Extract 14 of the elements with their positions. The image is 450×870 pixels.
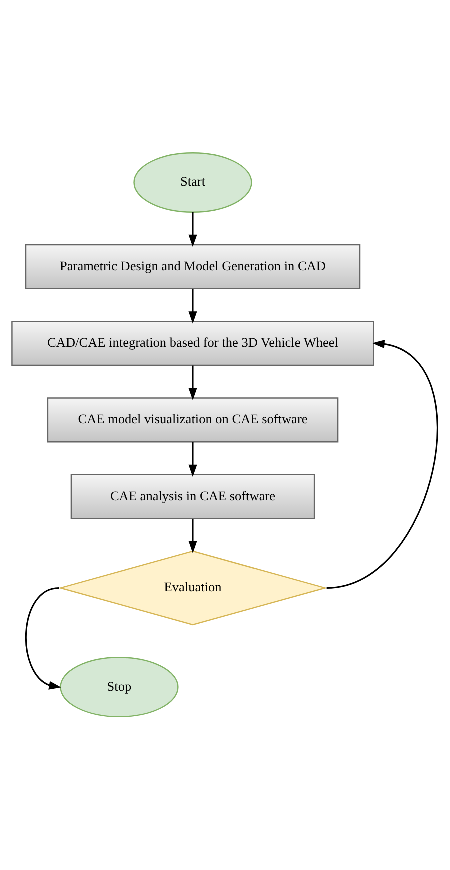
node-box: CAE model visualization on CAE software	[47, 398, 339, 443]
node-box: CAE analysis in CAE software	[70, 474, 316, 520]
node-ellipse: Stop	[60, 657, 179, 718]
arrow	[326, 340, 438, 589]
node-box: Parametric Design and Model Generation in CAD	[25, 244, 361, 290]
node-ellipse: Start	[134, 152, 252, 213]
node-diamond: Evaluation	[58, 550, 328, 626]
arrow	[188, 212, 198, 248]
arrow	[188, 442, 198, 478]
arrow	[26, 587, 62, 690]
arrow	[188, 519, 198, 554]
node-box: CAD/CAE integration based for the 3D Vehicle Wheel	[12, 321, 374, 366]
arrow	[188, 289, 198, 324]
arrow	[188, 366, 198, 401]
